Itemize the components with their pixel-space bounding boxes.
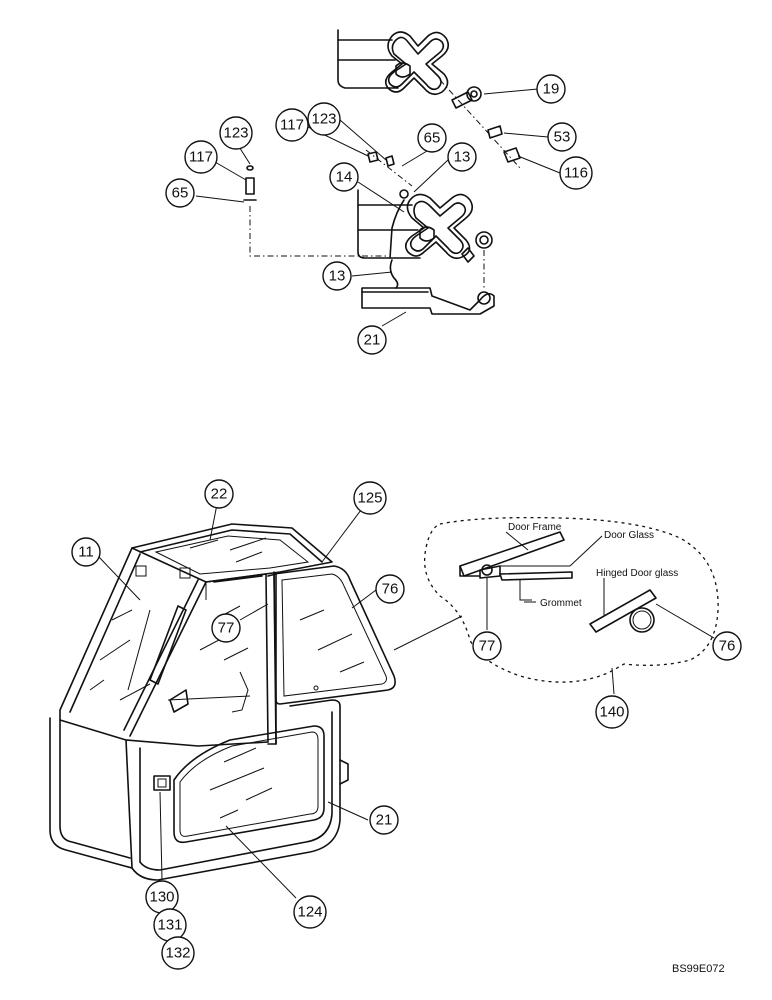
callout-label-14: 14 — [336, 169, 353, 186]
roof-glass-22 — [189, 537, 267, 563]
hinge-bracket-21 — [361, 189, 495, 315]
callout-53: 53 — [547, 122, 577, 152]
callout-19: 19 — [536, 74, 566, 104]
callout-label-77-detail: 77 — [479, 638, 496, 655]
callout-65-left: 65 — [165, 178, 195, 208]
callout-65-middle: 65 — [417, 123, 447, 153]
callout-label-123-middle: 123 — [311, 111, 336, 128]
callout-125: 125 — [353, 481, 387, 515]
label-grommet: Grommet — [540, 598, 582, 609]
callout-label-13-lower: 13 — [329, 268, 346, 285]
upper-hinge-frame — [337, 29, 450, 96]
callout-label-76-detail: 76 — [719, 638, 736, 655]
callout-label-125: 125 — [357, 490, 382, 507]
callout-label-124: 124 — [297, 904, 322, 921]
leader-lines — [97, 88, 715, 899]
callout-label-19: 19 — [543, 81, 560, 98]
bolt-stack-left — [243, 165, 388, 257]
callout-130: 130 — [145, 880, 179, 914]
callout-123-left: 123 — [219, 116, 253, 150]
callout-117-left: 117 — [184, 140, 218, 174]
lower-glass-strokes — [209, 747, 273, 819]
callout-label-117-middle: 117 — [280, 117, 304, 134]
callout-132: 132 — [161, 936, 195, 970]
lower-hinge-frame — [357, 189, 475, 263]
front-windshield-glass — [89, 609, 151, 701]
callout-label-22: 22 — [211, 486, 228, 503]
callout-label-123-left: 123 — [223, 125, 248, 142]
callout-76-cab: 76 — [375, 574, 405, 604]
open-door-76 — [267, 565, 396, 745]
callout-label-132: 132 — [165, 945, 190, 962]
label-hinged-door-glass: Hinged Door glass — [596, 568, 678, 579]
callout-77-cab: 77 — [211, 613, 241, 643]
callout-116: 116 — [559, 156, 593, 190]
callout-14: 14 — [329, 162, 359, 192]
callout-124: 124 — [293, 895, 327, 929]
hinged-glass-section — [589, 578, 657, 633]
callout-label-65-middle: 65 — [424, 130, 441, 147]
callout-label-77-cab: 77 — [218, 620, 235, 637]
callout-21-upper: 21 — [357, 325, 387, 355]
callout-label-116: 116 — [564, 165, 588, 182]
callout-label-21-upper: 21 — [364, 332, 381, 349]
callout-117-middle: 117 — [275, 108, 309, 142]
callout-13-upper: 13 — [447, 142, 477, 172]
callout-label-53: 53 — [554, 129, 571, 146]
callout-131: 131 — [153, 908, 187, 942]
callout-label-140: 140 — [599, 704, 624, 721]
callout-77-detail: 77 — [472, 631, 502, 661]
callout-label-76-cab: 76 — [382, 581, 399, 598]
label-door-glass: Door Glass — [604, 530, 654, 541]
callout-123-middle: 123 — [307, 102, 341, 136]
callout-140: 140 — [595, 695, 629, 729]
callout-label-21-cab: 21 — [376, 812, 393, 829]
callout-label-11: 11 — [78, 544, 94, 561]
callout-11: 11 — [71, 537, 101, 567]
drawing-code: BS99E072 — [672, 963, 725, 975]
callout-22: 22 — [204, 479, 234, 509]
callout-13-lower: 13 — [322, 261, 352, 291]
callout-label-13-upper: 13 — [454, 149, 471, 166]
door-frame-section — [459, 531, 573, 601]
label-door-frame: Door Frame — [508, 522, 562, 533]
bolt-stack-middle — [365, 149, 413, 187]
callout-label-131: 131 — [157, 917, 182, 934]
callout-76-detail: 76 — [712, 631, 742, 661]
callout-label-117-left: 117 — [189, 149, 213, 166]
callout-label-65-left: 65 — [172, 185, 189, 202]
cab-body — [49, 523, 349, 881]
detail-140-outline — [393, 516, 719, 683]
callout-21-cab: 21 — [369, 805, 399, 835]
hinge-pin-19 — [439, 79, 521, 169]
callout-label-130: 130 — [149, 889, 174, 906]
